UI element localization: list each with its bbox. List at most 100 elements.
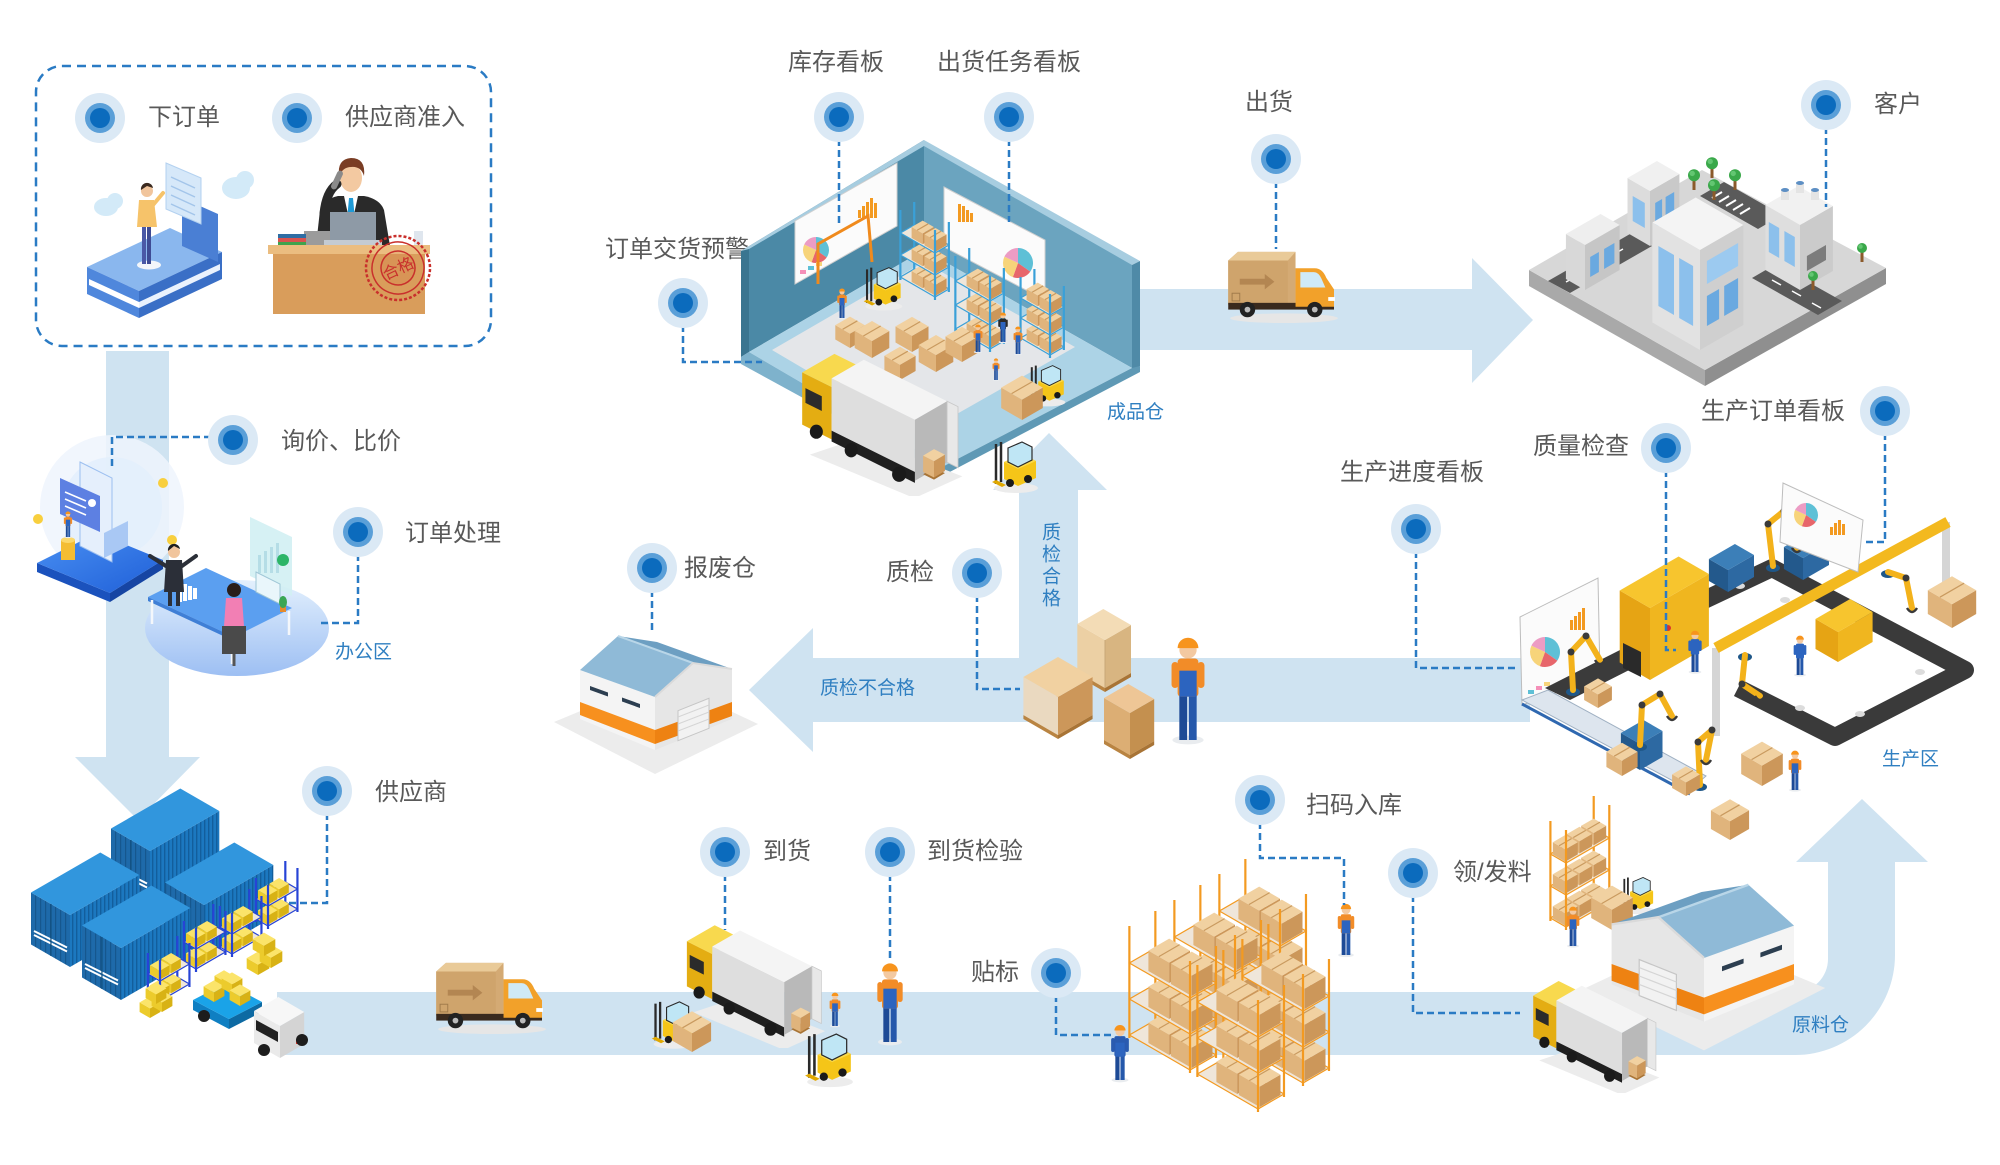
- flatbed-truck-icon: [193, 970, 308, 1058]
- worker-figure: [1337, 903, 1355, 958]
- zone-label-production: 生产区: [1882, 749, 1940, 770]
- cardboard-box-icon: [884, 346, 916, 380]
- hotspot-scrap-warehouse-icon: [627, 543, 677, 593]
- yellow-box-icon: [252, 932, 276, 956]
- storage-rack: [1196, 950, 1286, 1112]
- label-inspection: 质检: [886, 559, 934, 586]
- label-progress-board: 生产进度看板: [1340, 459, 1484, 486]
- label-supplier-admission: 供应商准入: [345, 104, 465, 131]
- worker-figure: [992, 358, 1000, 381]
- connector-labeling: [1054, 973, 1113, 1037]
- zone-label-office: 办公区: [335, 642, 393, 663]
- hotspot-quality-check-icon: [1641, 423, 1691, 473]
- worker-figure: [837, 288, 847, 320]
- warehouse-building-icon: [553, 635, 759, 775]
- label-place-order: 下订单: [148, 104, 220, 131]
- cardboard-box-icon: [979, 300, 1002, 324]
- robot-arm-icon: [1566, 632, 1607, 696]
- cardboard-box-icon: [1606, 742, 1638, 776]
- storage-rack: [182, 904, 227, 972]
- zone-label-raw-material: 原料仓: [1792, 1015, 1850, 1036]
- connector-material-issue: [1411, 873, 1520, 1015]
- hotspot-progress-board-icon: [1391, 504, 1441, 554]
- zone-label-finished-goods: 成品仓: [1107, 402, 1165, 423]
- hotspot-scan-to-stock-icon: [1235, 775, 1285, 825]
- order-platform-illustration: [87, 162, 254, 318]
- hotspot-inquiry-icon: [208, 415, 258, 465]
- connector-inspection: [975, 573, 1020, 691]
- cardboard-box-icon: [1672, 766, 1700, 796]
- worker-figure: [1688, 630, 1702, 674]
- finished-goods-warehouse-illustration: [741, 140, 1140, 496]
- tree-icon: [1706, 157, 1718, 178]
- connector-supplier: [286, 791, 329, 905]
- office-area-illustration: [33, 435, 329, 676]
- storage-rack: [218, 889, 263, 957]
- cardboard-box-icon: [1591, 885, 1633, 930]
- flow-label-qc-failed: 质检不合格: [820, 678, 916, 699]
- cardboard-box-icon: [1260, 899, 1303, 944]
- tree-icon: [1857, 243, 1867, 262]
- arrow-qc-failed-to-scrap: [749, 628, 1530, 752]
- label-arrival: 到货: [763, 838, 811, 865]
- hotspot-production-order-board-icon: [1860, 386, 1910, 436]
- worker-figure: [829, 992, 841, 1028]
- cardboard-box-icon: [895, 316, 929, 352]
- worker-figure: [1111, 1024, 1129, 1083]
- robot-arm-icon: [1881, 569, 1919, 614]
- shipping-container-icon: [82, 885, 191, 1000]
- hotspot-material-issue-icon: [1388, 848, 1438, 898]
- worker-figure: [973, 324, 983, 354]
- hotspot-order-processing-icon: [333, 507, 383, 557]
- yellow-box-icon: [203, 980, 225, 1002]
- tree-icon: [1708, 179, 1720, 200]
- worker-figure: [1566, 906, 1580, 948]
- connector-production-order-board: [1862, 411, 1887, 544]
- worker-figure: [1788, 750, 1802, 792]
- worker-figure: [1793, 635, 1807, 677]
- label-ship-out: 出货: [1245, 89, 1293, 116]
- supplier-container-yard-illustration: [31, 788, 308, 1058]
- label-delivery-warning: 订单交货预警: [605, 236, 749, 263]
- cardboard-box-icon: [1001, 375, 1043, 420]
- label-production-order-board: 生产订单看板: [1701, 398, 1845, 425]
- storage-rack: [254, 861, 299, 929]
- worker-figure: [63, 511, 73, 539]
- flow-label-qc-passed: 质检合格: [1039, 522, 1060, 610]
- label-order-processing: 订单处理: [405, 520, 501, 547]
- connector-quality-check: [1664, 448, 1676, 652]
- raw-material-warehouse-illustration: [1532, 796, 1827, 1093]
- tree-icon: [1688, 169, 1700, 190]
- arrow-qc-passed-to-finished: [993, 433, 1107, 722]
- hotspot-inventory-board-icon: [814, 92, 864, 142]
- storage-rack: [1019, 269, 1066, 358]
- hotspot-ship-out-icon: [1251, 134, 1301, 184]
- label-quality-check: 质量检查: [1533, 433, 1629, 460]
- scan-storage-racks-illustration: [1111, 859, 1355, 1112]
- yellow-box-icon: [229, 984, 251, 1006]
- hotspot-labeling-icon: [1031, 948, 1081, 998]
- robot-arm-icon: [1738, 652, 1767, 702]
- hotspot-place-order-icon: [75, 93, 125, 143]
- tree-icon: [1729, 169, 1741, 190]
- scrap-warehouse-illustration: [553, 635, 759, 775]
- tree-icon: [1808, 271, 1818, 290]
- connector-delivery-warning: [681, 303, 762, 364]
- approved-stamp: 合格: [364, 234, 432, 302]
- label-arrival-inspection: 到货检验: [927, 838, 1023, 865]
- quality-inspection-illustration: [1023, 609, 1205, 759]
- hotspot-arrival-icon: [700, 827, 750, 877]
- connector-scan-to-stock: [1258, 800, 1346, 905]
- cardboard-box-icon: [945, 326, 979, 362]
- worker-figure: [877, 963, 903, 1046]
- cardboard-box-icon: [1927, 576, 1977, 628]
- label-inquiry-compare: 询价、比价: [281, 428, 401, 455]
- label-material-issue: 领/发料: [1453, 859, 1532, 886]
- worker-figure: [998, 312, 1008, 344]
- label-labeling: 贴标: [971, 959, 1019, 986]
- customer-city-illustration: [1529, 157, 1886, 386]
- forklift-icon: [990, 440, 1040, 495]
- illustrations: 合格: [31, 140, 1977, 1112]
- hotspot-supplier-icon: [302, 766, 352, 816]
